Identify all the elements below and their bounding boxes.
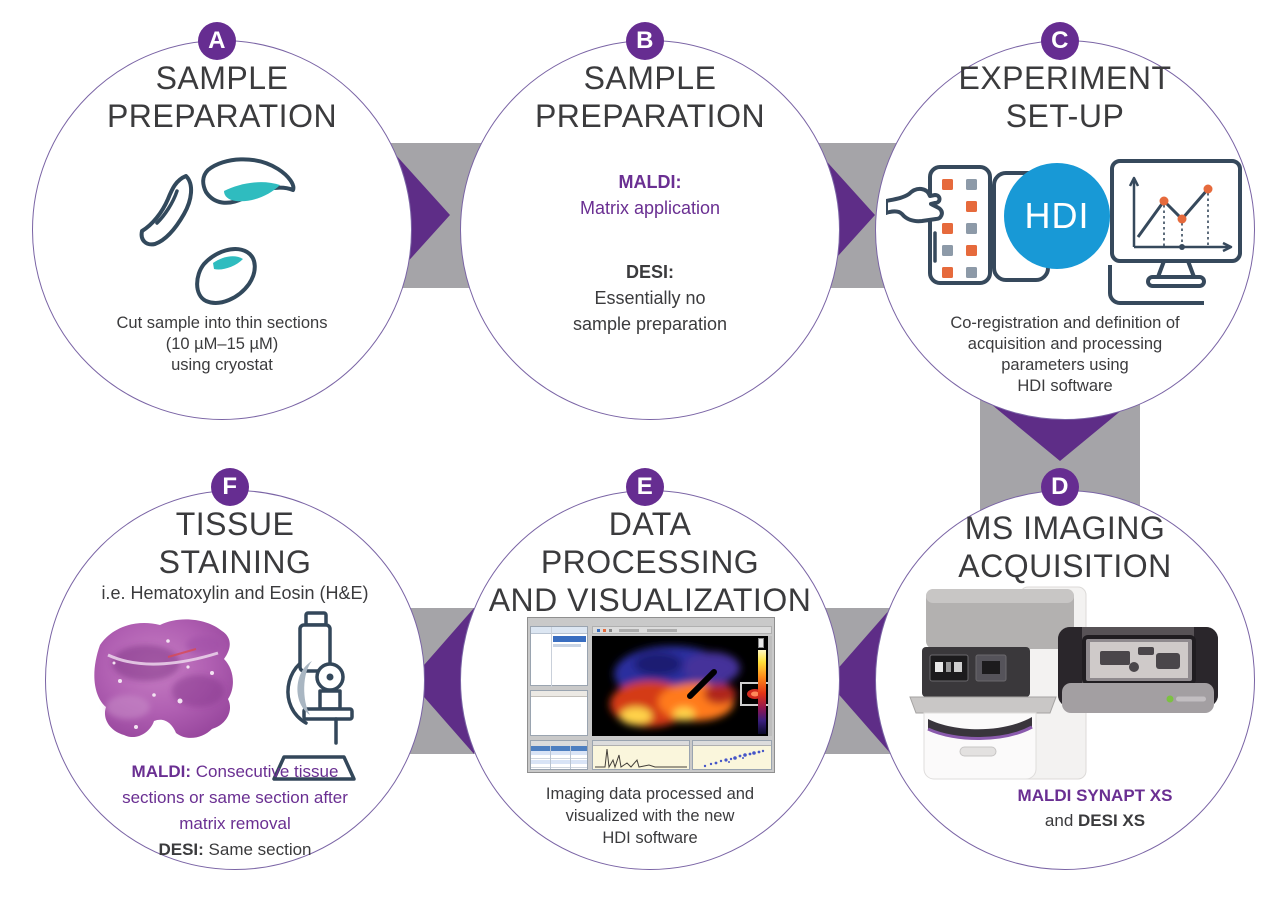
step-f-maldi-line3: matrix removal bbox=[179, 814, 291, 833]
desi-text-line1: Essentially no bbox=[594, 288, 706, 308]
screenshot-scatter-panel bbox=[692, 740, 772, 770]
desi-xs-instrument-photo bbox=[1058, 627, 1218, 713]
maldi-text: Matrix application bbox=[579, 198, 721, 218]
step-b-maldi-block: MALDI: Matrix application bbox=[461, 169, 839, 221]
desi-text: Same section bbox=[203, 840, 312, 859]
step-f-title-line1: TISSUE bbox=[175, 506, 295, 542]
step-c-caption-line4: HDI software bbox=[1017, 377, 1113, 395]
step-c-caption-line3: parameters using bbox=[1001, 356, 1129, 374]
screenshot-colorbar-cap bbox=[758, 638, 764, 648]
synapt-xs-instrument-photo bbox=[909, 586, 1087, 780]
step-c-badge: C bbox=[1041, 22, 1079, 60]
step-f-badge-letter: F bbox=[222, 473, 238, 500]
screenshot-colorbar bbox=[758, 650, 766, 734]
maldi-label: MALDI: bbox=[618, 172, 682, 192]
step-d-title-line1: MS IMAGING bbox=[964, 510, 1166, 546]
step-c-badge-letter: C bbox=[1051, 27, 1069, 54]
product-maldi-synapt-xs: MALDI SYNAPT XS bbox=[1017, 786, 1173, 805]
step-b-title-line1: SAMPLE bbox=[583, 60, 717, 96]
step-a-title-line2: PREPARATION bbox=[106, 98, 338, 134]
step-e-caption: Imaging data processed and visualized wi… bbox=[461, 783, 839, 849]
desi-text-line2: sample preparation bbox=[572, 314, 728, 334]
screenshot-heatmap-canvas bbox=[592, 636, 772, 736]
tissue-sections-icon bbox=[139, 157, 296, 305]
product-desi-xs: DESI XS bbox=[1078, 811, 1146, 830]
screenshot-spectrum-panel bbox=[592, 740, 690, 770]
step-c-title-line2: SET-UP bbox=[1005, 98, 1125, 134]
step-d-badge-letter: D bbox=[1051, 473, 1069, 500]
hdi-logo-text: HDI bbox=[1024, 195, 1090, 236]
step-e-caption-line3: HDI software bbox=[602, 829, 698, 847]
step-e-title-line2: PROCESSING bbox=[540, 544, 760, 580]
step-c-circle: EXPERIMENT SET-UP HDI bbox=[875, 40, 1255, 420]
screenshot-toolbar bbox=[592, 626, 772, 634]
step-c-title-line1: EXPERIMENT bbox=[958, 60, 1172, 96]
stained-tissue-image bbox=[94, 619, 233, 738]
step-b-badge-letter: B bbox=[636, 27, 654, 54]
hdi-software-screenshot bbox=[527, 617, 775, 773]
step-c-title: EXPERIMENT SET-UP bbox=[876, 59, 1254, 135]
step-a-caption-line2: (10 µM–15 µM) bbox=[165, 335, 279, 353]
step-e-circle: DATA PROCESSING AND VISUALIZATION bbox=[460, 490, 840, 870]
maldi-text-part1: Consecutive tissue bbox=[191, 762, 339, 781]
desi-label: DESI: bbox=[625, 262, 674, 282]
step-f-badge: F bbox=[211, 468, 249, 506]
step-a-badge: A bbox=[198, 22, 236, 60]
step-e-badge-letter: E bbox=[636, 473, 654, 500]
step-e-title-line1: DATA bbox=[608, 506, 692, 542]
product-and-text: and bbox=[1044, 811, 1078, 830]
step-b-title-line2: PREPARATION bbox=[534, 98, 766, 134]
step-c-caption: Co-registration and definition of acquis… bbox=[876, 313, 1254, 397]
step-e-title: DATA PROCESSING AND VISUALIZATION bbox=[461, 505, 839, 619]
step-e-title-line3: AND VISUALIZATION bbox=[488, 582, 812, 618]
step-f-maldi-line2: sections or same section after bbox=[122, 788, 348, 807]
step-e-badge: E bbox=[626, 468, 664, 506]
step-d-title-line2: ACQUISITION bbox=[958, 548, 1172, 584]
step-d-badge: D bbox=[1041, 468, 1079, 506]
step-b-circle: SAMPLE PREPARATION MALDI: Matrix applica… bbox=[460, 40, 840, 420]
screenshot-left-panel-bottom bbox=[530, 690, 588, 736]
hand-touch-panel-icon bbox=[886, 165, 992, 285]
step-c-caption-line1: Co-registration and definition of bbox=[950, 314, 1180, 332]
step-a-caption-line3: using cryostat bbox=[171, 356, 273, 374]
product-desi-xs-line: and DESI XS bbox=[956, 808, 1234, 833]
step-b-desi-block: DESI: Essentially no sample preparation bbox=[461, 259, 839, 337]
step-d-circle: MS IMAGING ACQUISITION bbox=[875, 490, 1255, 870]
monitor-chart-icon bbox=[1108, 159, 1242, 305]
step-a-title: SAMPLE PREPARATION bbox=[33, 59, 411, 135]
hdi-logo-circle: HDI bbox=[1004, 163, 1110, 269]
maldi-label: MALDI: bbox=[131, 762, 192, 781]
step-f-circle: TISSUE STAINING i.e. Hematoxylin and Eos… bbox=[45, 490, 425, 870]
step-c-caption-line2: acquisition and processing bbox=[967, 335, 1163, 353]
step-e-caption-line1: Imaging data processed and bbox=[545, 785, 755, 803]
step-a-caption-line1: Cut sample into thin sections bbox=[116, 314, 328, 332]
step-f-desi-line: DESI: Same section bbox=[46, 837, 424, 863]
screenshot-scrollbar bbox=[768, 636, 772, 736]
step-f-title-line2: STAINING bbox=[158, 544, 312, 580]
screenshot-left-panel-top bbox=[530, 626, 588, 687]
step-e-caption-line2: visualized with the new bbox=[565, 807, 735, 825]
step-f-maldi-line1: MALDI: Consecutive tissue bbox=[46, 759, 424, 785]
step-a-badge-letter: A bbox=[208, 27, 226, 54]
step-b-badge: B bbox=[626, 22, 664, 60]
step-a-circle: SAMPLE PREPARATION Cut sample into thin … bbox=[32, 40, 412, 420]
step-a-caption: Cut sample into thin sections (10 µM–15 … bbox=[33, 313, 411, 376]
microscope-icon bbox=[272, 611, 356, 781]
step-d-products: MALDI SYNAPT XS and DESI XS bbox=[956, 783, 1234, 833]
step-d-title: MS IMAGING ACQUISITION bbox=[876, 509, 1254, 585]
desi-label: DESI: bbox=[158, 840, 204, 859]
step-f-title: TISSUE STAINING bbox=[46, 505, 424, 581]
step-f-methods: MALDI: Consecutive tissue sections or sa… bbox=[46, 759, 424, 863]
step-a-title-line1: SAMPLE bbox=[155, 60, 289, 96]
screenshot-peak-table bbox=[530, 740, 588, 770]
step-f-subtitle: i.e. Hematoxylin and Eosin (H&E) bbox=[101, 583, 369, 603]
step-b-title: SAMPLE PREPARATION bbox=[461, 59, 839, 135]
